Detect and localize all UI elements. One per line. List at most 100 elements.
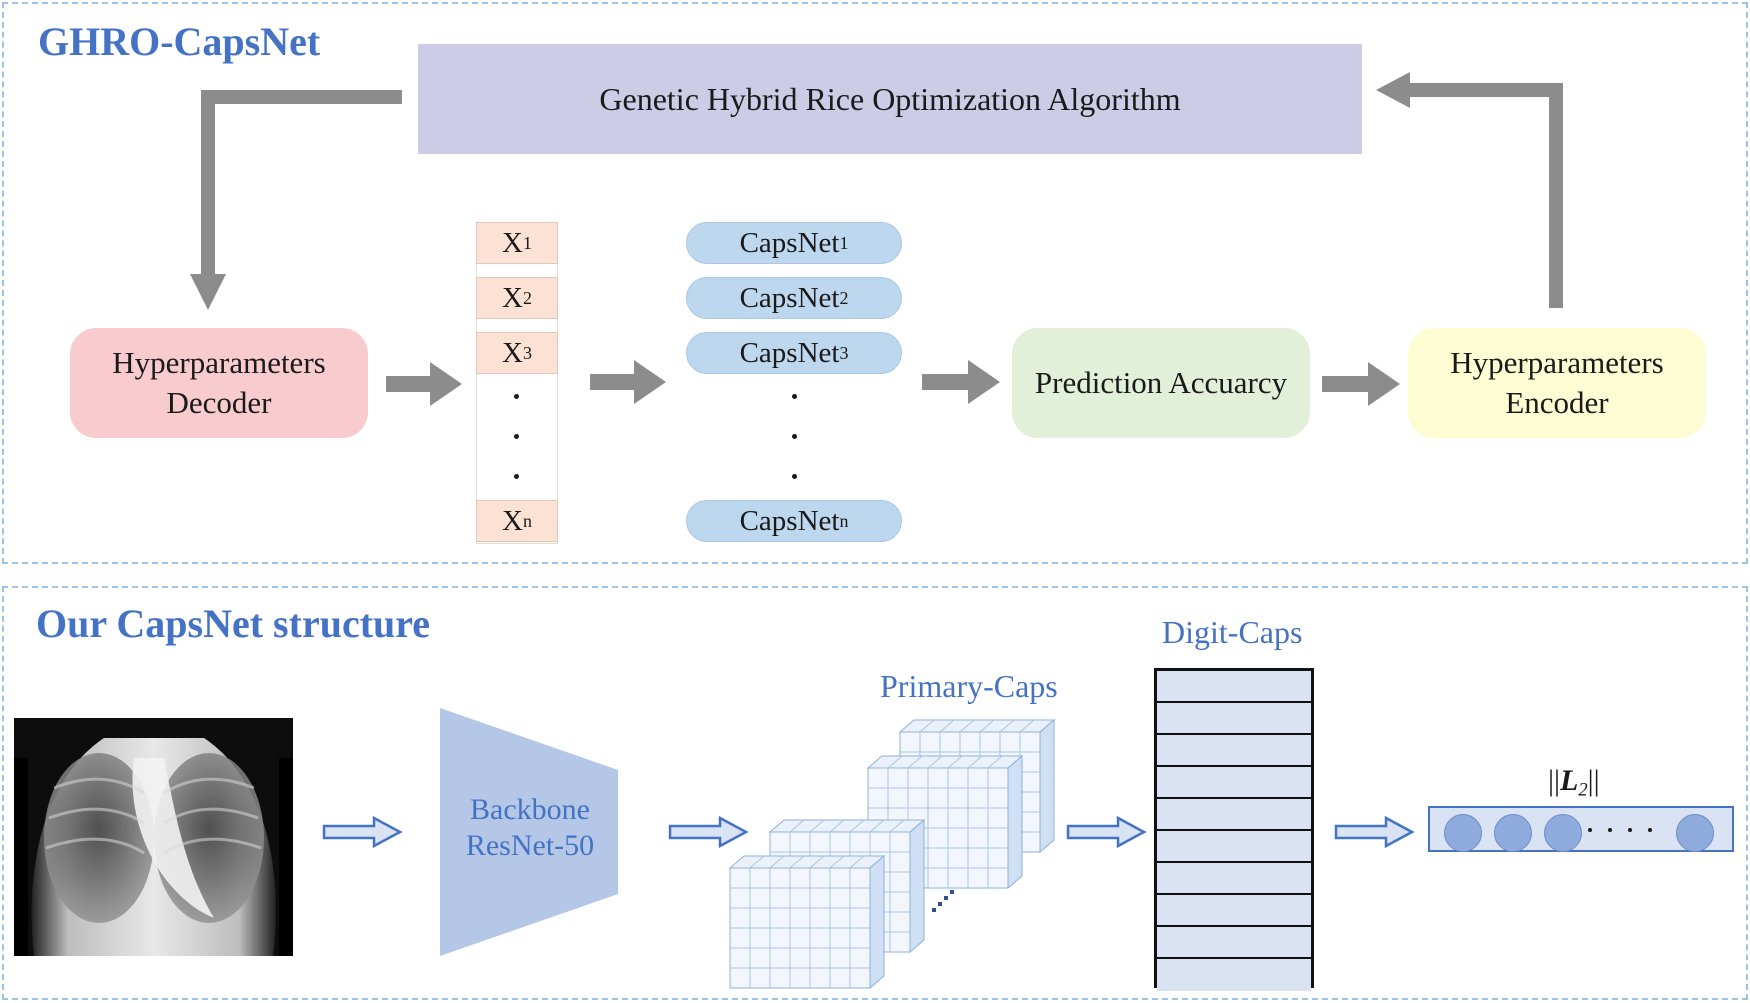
ghro-algorithm-box: Genetic Hybrid Rice Optimization Algorit…: [418, 44, 1362, 154]
digit-caps-row: [1157, 831, 1311, 863]
feedback-arrow-right-head: [1376, 72, 1410, 108]
digit-caps-row: [1157, 735, 1311, 767]
capsnet-item-label: CapsNet: [739, 336, 840, 369]
ellipsis-dot: [514, 394, 519, 399]
x-item-label: X: [502, 504, 523, 537]
capsnet-item-label: CapsNet: [739, 504, 840, 537]
flow-arrow-4-head: [1368, 362, 1400, 406]
ellipsis-dot: [1608, 828, 1612, 832]
l2-circle: [1676, 814, 1714, 852]
backbone-line-2: ResNet-50: [465, 829, 595, 862]
x-item-sub: 3: [522, 342, 532, 363]
outline-arrow-2: [668, 815, 749, 849]
x-item-label: X: [502, 336, 523, 369]
feedback-arrow-right: [1406, 83, 1563, 308]
cube-ellipsis-dot: [950, 890, 954, 894]
outline-arrow-1: [322, 815, 403, 849]
primary-caps-cubes: [728, 718, 1056, 990]
capsnet-item-sub: 3: [839, 342, 849, 363]
digit-caps-label: Digit-Caps: [1162, 614, 1303, 650]
decoder-line-2: Decoder: [166, 385, 272, 420]
outline-arrow-3: [1066, 815, 1147, 849]
digit-caps-row: [1157, 863, 1311, 895]
backbone-line-1: Backbone: [470, 793, 590, 826]
flow-arrow-2-head: [634, 360, 666, 404]
x-item-label: X: [502, 226, 523, 259]
digit-caps-row: [1157, 959, 1311, 991]
prediction-accuracy-box: Prediction Accuarcy: [1012, 328, 1310, 438]
cube-ellipsis-dot: [938, 902, 942, 906]
backbone-trapezoid: [440, 708, 618, 956]
backbone-label: Backbone ResNet-50: [440, 792, 620, 864]
ellipsis-dot: [792, 394, 797, 399]
ghro-panel-title: GHRO-CapsNet: [38, 19, 321, 64]
digit-caps-row: [1157, 927, 1311, 959]
ellipsis-dot: [1648, 828, 1652, 832]
prediction-accuracy-label: Prediction Accuarcy: [1034, 365, 1288, 400]
encoder-line-2: Encoder: [1505, 385, 1609, 420]
hyperparameters-decoder-box: Hyperparameters Decoder: [70, 328, 368, 438]
primary-caps-label: Primary-Caps: [880, 668, 1058, 704]
capsnet-structure-title: Our CapsNet structure: [36, 601, 431, 646]
ellipsis-dot: [1628, 828, 1632, 832]
xray-drawing: [14, 718, 293, 956]
flow-arrow-1-shaft: [386, 376, 432, 392]
l2-circle: [1544, 814, 1582, 852]
chest-xray-image: [14, 718, 293, 956]
l2-suffix: ||: [1587, 764, 1600, 797]
x-item-sub: n: [522, 510, 532, 531]
l2-norm-label: ||L2||: [1548, 764, 1600, 802]
flow-arrow-1-head: [430, 362, 462, 406]
ghro-algorithm-label: Genetic Hybrid Rice Optimization Algorit…: [599, 80, 1181, 117]
capsnet-item-sub: n: [839, 510, 849, 531]
primary-caps-cube: [728, 854, 886, 990]
digit-caps-row: [1157, 895, 1311, 927]
cube-ellipsis-dot: [944, 896, 948, 900]
x-item-sub: 1: [522, 232, 532, 253]
capsnet-item-label: CapsNet: [739, 226, 840, 259]
digit-caps-row: [1157, 671, 1311, 703]
l2-var: L: [1560, 764, 1579, 797]
ellipsis-dot: [514, 434, 519, 439]
digit-caps-stack: [1154, 668, 1314, 991]
flow-arrow-2-shaft: [590, 374, 636, 390]
digit-caps-row: [1157, 767, 1311, 799]
capsnet-structure-panel: [2, 586, 1748, 1000]
ellipsis-dot: [514, 474, 519, 479]
decoder-line-1: Hyperparameters: [112, 345, 326, 380]
flow-arrow-3-head: [968, 360, 1000, 404]
capsnet-item-sub: 2: [839, 287, 849, 308]
ellipsis-dot: [1588, 828, 1592, 832]
ghro-capsnet-panel: [2, 2, 1748, 564]
l2-circle: [1444, 814, 1482, 852]
digit-caps-row: [1157, 799, 1311, 831]
ellipsis-dot: [792, 474, 797, 479]
flow-arrow-4-shaft: [1322, 376, 1370, 392]
outline-arrow-4: [1334, 815, 1415, 849]
l2-prefix: ||: [1548, 764, 1561, 797]
l2-norm-vector: [1428, 806, 1734, 852]
capsnet-item-label: CapsNet: [739, 281, 840, 314]
ellipsis-dot: [792, 434, 797, 439]
l2-circle: [1494, 814, 1532, 852]
feedback-arrow-left: [201, 90, 402, 278]
l2-sub: 2: [1578, 779, 1588, 801]
digit-caps-row: [1157, 703, 1311, 735]
capsnet-item-sub: 1: [839, 232, 849, 253]
x-item-sub: 2: [522, 287, 532, 308]
x-item-label: X: [502, 281, 523, 314]
cube-ellipsis-dot: [932, 908, 936, 912]
flow-arrow-3-shaft: [922, 374, 970, 390]
encoder-line-1: Hyperparameters: [1450, 345, 1664, 380]
feedback-arrow-left-head: [190, 274, 226, 310]
hyperparameters-encoder-box: Hyperparameters Encoder: [1408, 328, 1706, 438]
